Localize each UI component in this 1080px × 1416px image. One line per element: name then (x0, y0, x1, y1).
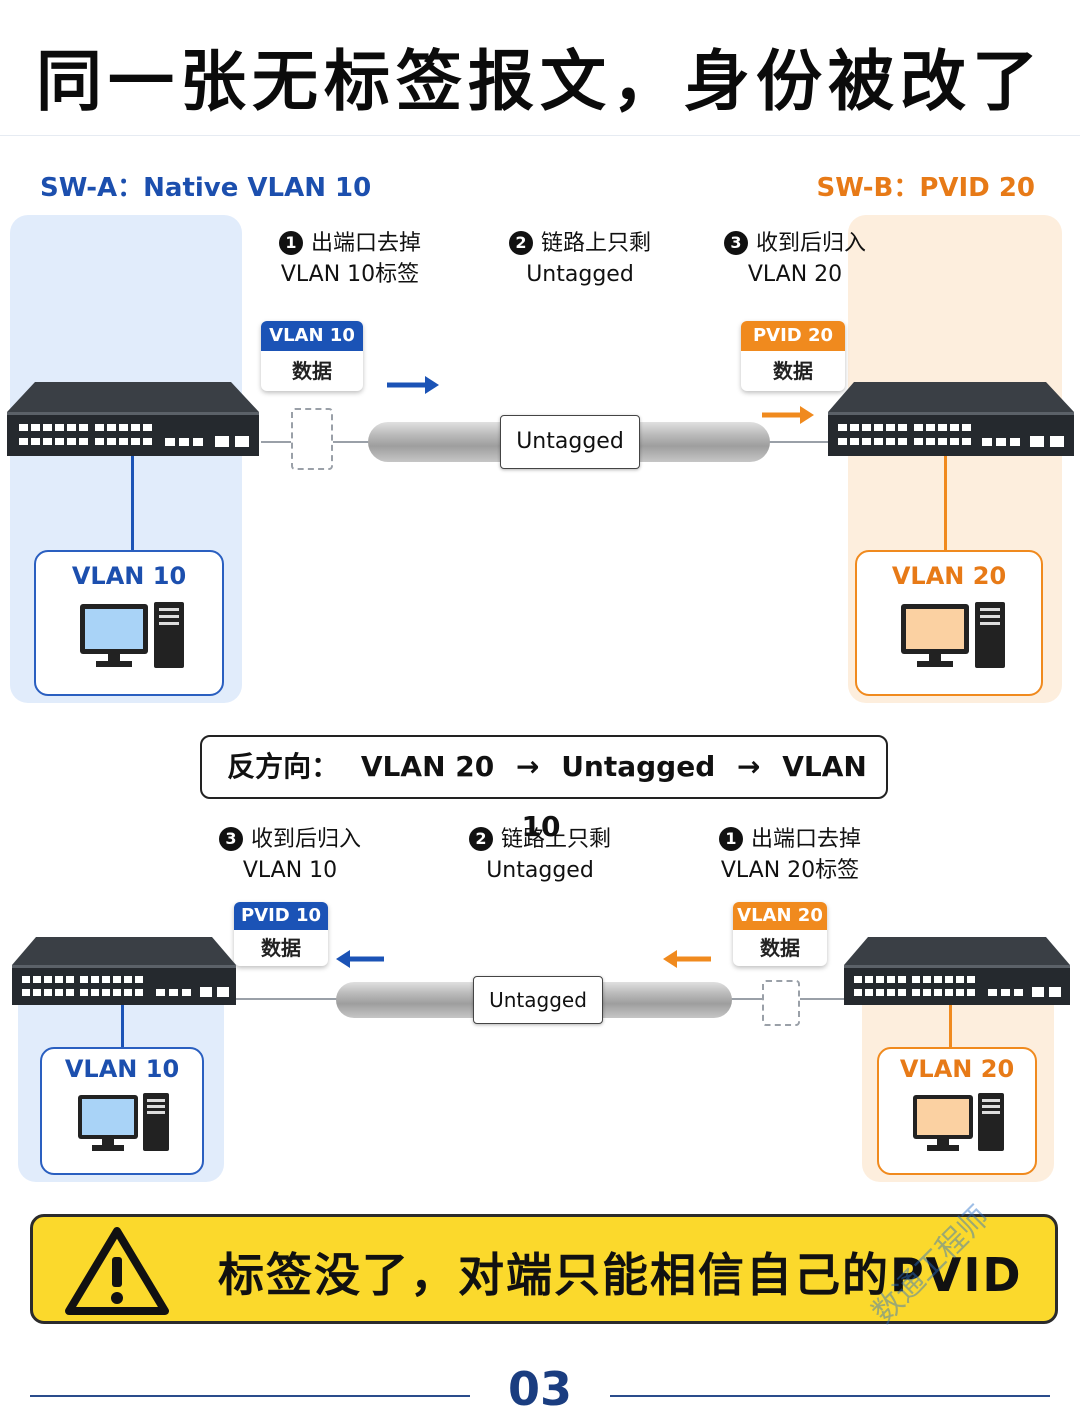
step-line2: VLAN 20标签 (720, 858, 860, 883)
step-number-badge: 1 (278, 231, 303, 255)
arrow-right-icon: → (737, 750, 761, 783)
host-link (121, 1005, 124, 1049)
page-number: 03 (507, 1362, 572, 1416)
frame-tag: PVID 10 (234, 902, 328, 930)
step-line2: VLAN 20 (747, 262, 843, 287)
frame-tag: PVID 20 (741, 321, 845, 351)
cable-label: Untagged (473, 976, 603, 1024)
host-label: VLAN 10 (71, 562, 187, 590)
step-line2: Untagged (486, 858, 594, 883)
computer-icon (901, 602, 1005, 668)
step-number-badge: 3 (218, 827, 243, 851)
page-title: 同一张无标签报文，身份被改了 (36, 43, 1044, 120)
host-label: VLAN 20 (891, 562, 1007, 590)
host-vlan20-bottom: VLAN 20 (877, 1047, 1037, 1175)
top-step-3: 3 收到后归入 VLAN 20 (700, 228, 890, 290)
step-number-badge: 3 (723, 231, 748, 255)
bottom-step-1: 1 出端口去掉 VLAN 20标签 (690, 824, 890, 886)
frame-payload: 数据 (261, 936, 301, 960)
reverse-from: VLAN 20 (360, 750, 495, 783)
frame-vlan20: VLAN 20 数据 (733, 902, 827, 966)
host-link (944, 456, 947, 552)
sw-a-label: SW-A：Native VLAN 10 (40, 173, 372, 203)
host-label: VLAN 20 (899, 1055, 1015, 1083)
link-wire (760, 441, 828, 443)
cable-label: Untagged (500, 415, 640, 469)
bottom-step-2: 2 链路上只剩 Untagged (440, 824, 640, 886)
arrow-right-icon (762, 406, 814, 424)
reverse-label: 反方向： (227, 750, 340, 783)
switch-a-icon (7, 382, 259, 456)
frame-vlan10: VLAN 10 数据 (261, 321, 363, 391)
computer-icon (913, 1093, 1004, 1151)
frame-pvid20: PVID 20 数据 (741, 321, 845, 391)
frame-payload: 数据 (773, 359, 813, 383)
host-link (131, 456, 134, 552)
link-wire (236, 998, 338, 1000)
empty-tag-slot (291, 408, 333, 470)
step-number-badge: 2 (468, 827, 493, 851)
bottom-step-3: 3 收到后归入 VLAN 10 (195, 824, 385, 886)
computer-icon (80, 602, 184, 668)
switch-a-icon (12, 937, 236, 1005)
sw-b-label: SW-B：PVID 20 (816, 173, 1035, 203)
host-link (949, 1005, 952, 1049)
arrow-right-icon: → (515, 750, 540, 783)
footer-line (610, 1395, 1050, 1397)
reverse-direction-bar: 反方向： VLAN 20 → Untagged → VLAN 10 (200, 735, 888, 843)
step-number-badge: 2 (508, 231, 533, 255)
host-vlan20: VLAN 20 (855, 550, 1043, 696)
host-vlan10: VLAN 10 (34, 550, 224, 696)
top-step-1: 1 出端口去掉 VLAN 10标签 (255, 228, 445, 290)
frame-payload: 数据 (760, 936, 800, 960)
arrow-left-icon (336, 950, 384, 968)
arrow-right-icon (387, 376, 439, 394)
switch-b-icon (828, 382, 1074, 456)
frame-tag: VLAN 10 (261, 321, 363, 351)
step-line2: VLAN 10 (242, 858, 338, 883)
arrow-left-icon (663, 950, 711, 968)
switch-b-icon (844, 937, 1070, 1005)
frame-payload: 数据 (292, 359, 332, 383)
reverse-mid: Untagged (561, 750, 716, 783)
top-step-2: 2 链路上只剩 Untagged (480, 228, 680, 290)
step-number-badge: 1 (718, 827, 743, 851)
step-line1: 收到后归入 (250, 827, 361, 852)
step-line2: Untagged (526, 262, 634, 287)
warning-banner: 标签没了，对端只能相信自己的PVID (30, 1214, 1058, 1324)
step-line1: 出端口去掉 (310, 231, 421, 256)
footer-line (30, 1395, 470, 1397)
computer-icon (78, 1093, 169, 1151)
step-line2: VLAN 10标签 (280, 262, 420, 287)
step-line1: 链路上只剩 (540, 231, 651, 256)
step-line1: 出端口去掉 (750, 827, 861, 852)
title-divider (0, 135, 1080, 136)
reverse-to: VLAN 10 (521, 750, 867, 843)
warning-text: 标签没了，对端只能相信自己的PVID (218, 1248, 1023, 1302)
host-label: VLAN 10 (64, 1055, 180, 1083)
frame-tag: VLAN 20 (733, 902, 827, 930)
warning-icon (65, 1227, 169, 1315)
empty-tag-slot (762, 980, 800, 1026)
step-line1: 链路上只剩 (500, 827, 611, 852)
host-vlan10-bottom: VLAN 10 (40, 1047, 204, 1175)
frame-pvid10: PVID 10 数据 (234, 902, 328, 966)
step-line1: 收到后归入 (755, 231, 866, 256)
